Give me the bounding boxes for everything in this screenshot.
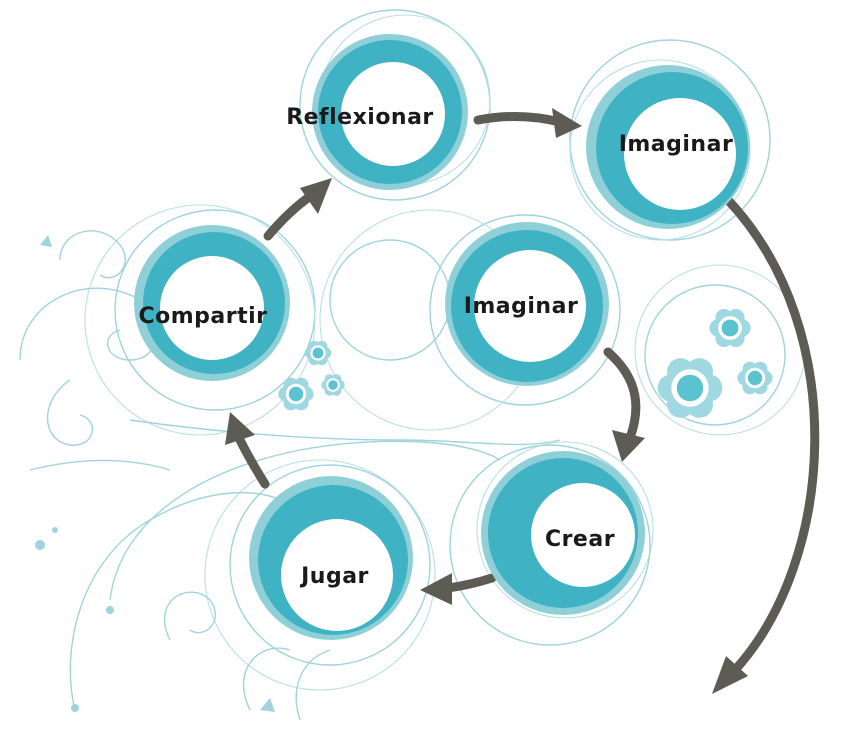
node-imaginar-center: Imaginar bbox=[445, 222, 609, 386]
node-reflexionar: Reflexionar bbox=[286, 34, 468, 190]
diagram-nodes: Reflexionar Imaginar Compartir Imaginar … bbox=[134, 34, 750, 640]
node-label-imaginar-center: Imaginar bbox=[464, 294, 579, 319]
arrow-crear-to-jugar bbox=[443, 573, 497, 593]
flower-icon bbox=[709, 309, 751, 347]
arrow-head-compartir-reflexionar bbox=[300, 178, 332, 214]
arrow-imaginar-to-out bbox=[723, 195, 820, 675]
flower-decorations bbox=[278, 309, 773, 418]
node-label-compartir: Compartir bbox=[138, 304, 267, 329]
node-jugar: Jugar bbox=[249, 476, 413, 640]
node-imaginar-top: Imaginar bbox=[586, 65, 750, 229]
node-label-jugar: Jugar bbox=[299, 564, 369, 589]
arrow-head-crear-jugar bbox=[420, 573, 452, 605]
node-label-imaginar-top: Imaginar bbox=[619, 132, 734, 157]
flower-icon bbox=[304, 340, 332, 366]
arrow-head-imaginar-out bbox=[712, 656, 748, 694]
arrow-head-imaginar-crear bbox=[612, 430, 645, 462]
arrow-head-jugar-compartir bbox=[225, 412, 255, 445]
node-label-reflexionar: Reflexionar bbox=[286, 105, 434, 130]
arrow-compartir-to-reflexionar bbox=[263, 190, 317, 241]
arrow-reflexionar-to-imaginar bbox=[473, 111, 565, 127]
arrow-imaginar-to-crear bbox=[603, 347, 641, 443]
node-label-crear: Crear bbox=[545, 527, 615, 552]
node-compartir: Compartir bbox=[134, 225, 290, 381]
node-crear: Crear bbox=[481, 451, 645, 615]
flow-arrows bbox=[225, 108, 820, 694]
flower-icon bbox=[657, 358, 723, 418]
flower-icon bbox=[737, 361, 773, 395]
flower-icon bbox=[278, 377, 314, 411]
arrow-head-reflexionar-imaginar bbox=[552, 108, 582, 138]
flower-icon bbox=[321, 374, 345, 396]
arrow-jugar-to-compartir bbox=[235, 435, 270, 489]
